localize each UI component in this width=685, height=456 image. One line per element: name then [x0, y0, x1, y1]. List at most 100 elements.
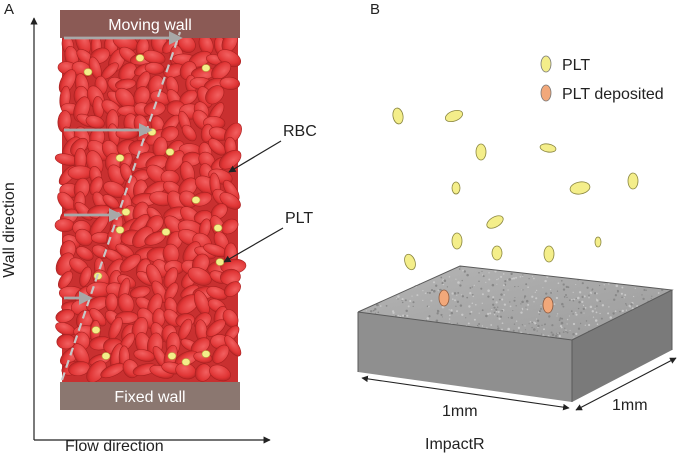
- red-blood-cell: [68, 166, 93, 180]
- surface-speck: [482, 293, 484, 295]
- surface-speck: [625, 303, 627, 305]
- surface-speck: [617, 290, 620, 293]
- surface-speck: [621, 287, 623, 289]
- surface-speck: [472, 302, 474, 304]
- surface-speck: [370, 310, 372, 312]
- surface-speck: [595, 308, 596, 309]
- surface-speck: [612, 312, 614, 314]
- platelet: [216, 259, 224, 266]
- surface-speck: [651, 296, 652, 297]
- surface-speck: [537, 330, 538, 331]
- surface-speck: [497, 315, 499, 317]
- surface-speck: [478, 281, 480, 283]
- surface-speck: [573, 292, 574, 293]
- platelet: [492, 246, 502, 260]
- surface-speck: [575, 333, 577, 335]
- impactr-block: [358, 266, 672, 402]
- surface-speck: [490, 324, 492, 326]
- surface-speck: [475, 304, 477, 306]
- surface-speck: [572, 313, 573, 314]
- surface-speck: [624, 297, 625, 298]
- surface-speck: [451, 312, 454, 315]
- surface-speck: [624, 294, 626, 296]
- surface-speck: [557, 333, 558, 334]
- surface-speck: [482, 325, 483, 326]
- surface-speck: [498, 278, 499, 279]
- surface-speck: [494, 312, 496, 314]
- surface-speck: [397, 315, 399, 317]
- moving-wall-label: Moving wall: [108, 17, 192, 34]
- surface-speck: [406, 315, 408, 317]
- surface-speck: [575, 312, 577, 314]
- surface-speck: [537, 327, 538, 328]
- surface-speck: [386, 305, 388, 307]
- plt-label: PLT: [285, 210, 313, 227]
- platelet: [136, 55, 144, 62]
- surface-speck: [522, 276, 523, 277]
- surface-speck: [413, 306, 414, 307]
- surface-speck: [469, 292, 471, 294]
- surface-speck: [437, 310, 439, 312]
- surface-speck: [550, 289, 551, 290]
- platelet: [569, 180, 591, 195]
- platelet: [84, 69, 92, 76]
- surface-speck: [515, 277, 517, 279]
- platelet: [182, 359, 190, 366]
- surface-speck: [583, 305, 584, 306]
- surface-speck: [510, 306, 512, 308]
- surface-speck: [559, 335, 561, 337]
- surface-speck: [551, 324, 553, 326]
- surface-speck: [604, 284, 605, 285]
- surface-speck: [578, 308, 579, 309]
- surface-speck: [373, 310, 375, 312]
- surface-speck: [564, 296, 566, 298]
- legend: PLT PLT deposited: [541, 56, 664, 103]
- surface-speck: [613, 299, 615, 301]
- surface-speck: [542, 287, 543, 288]
- surface-speck: [499, 299, 501, 301]
- surface-speck: [449, 309, 450, 310]
- surface-speck: [626, 310, 627, 311]
- surface-speck: [521, 301, 524, 304]
- platelet: [392, 107, 405, 124]
- surface-speck: [457, 323, 458, 324]
- surface-speck: [507, 279, 508, 280]
- surface-speck: [491, 309, 492, 310]
- surface-speck: [478, 272, 480, 274]
- surface-speck: [449, 322, 450, 323]
- surface-speck: [571, 299, 573, 301]
- surface-speck: [565, 331, 566, 332]
- surface-speck: [513, 277, 515, 279]
- surface-speck: [377, 311, 379, 313]
- surface-speck: [573, 337, 574, 338]
- surface-speck: [540, 308, 542, 310]
- surface-speck: [541, 333, 542, 334]
- surface-speck: [449, 315, 451, 317]
- surface-speck: [658, 292, 660, 294]
- surface-speck: [440, 314, 442, 316]
- surface-speck: [496, 311, 497, 312]
- surface-speck: [511, 278, 513, 280]
- surface-speck: [518, 286, 519, 287]
- surface-speck: [488, 272, 489, 273]
- surface-speck: [514, 324, 515, 325]
- surface-speck: [641, 294, 642, 295]
- surface-speck: [472, 295, 474, 297]
- surface-speck: [558, 332, 560, 334]
- surface-speck: [487, 295, 489, 297]
- fixed-wall-label: Fixed wall: [114, 389, 185, 406]
- surface-speck: [551, 331, 553, 333]
- surface-speck: [626, 304, 627, 305]
- surface-speck: [599, 285, 600, 286]
- platelet: [202, 65, 210, 72]
- surface-speck: [531, 327, 532, 328]
- surface-speck: [544, 280, 546, 282]
- platelet: [214, 225, 222, 232]
- surface-speck: [556, 297, 558, 299]
- surface-speck: [518, 330, 519, 331]
- surface-speck: [503, 284, 505, 286]
- surface-speck: [477, 325, 479, 327]
- surface-speck: [496, 284, 497, 285]
- surface-speck: [472, 286, 473, 287]
- wall-direction-label: Wall direction: [1, 182, 18, 277]
